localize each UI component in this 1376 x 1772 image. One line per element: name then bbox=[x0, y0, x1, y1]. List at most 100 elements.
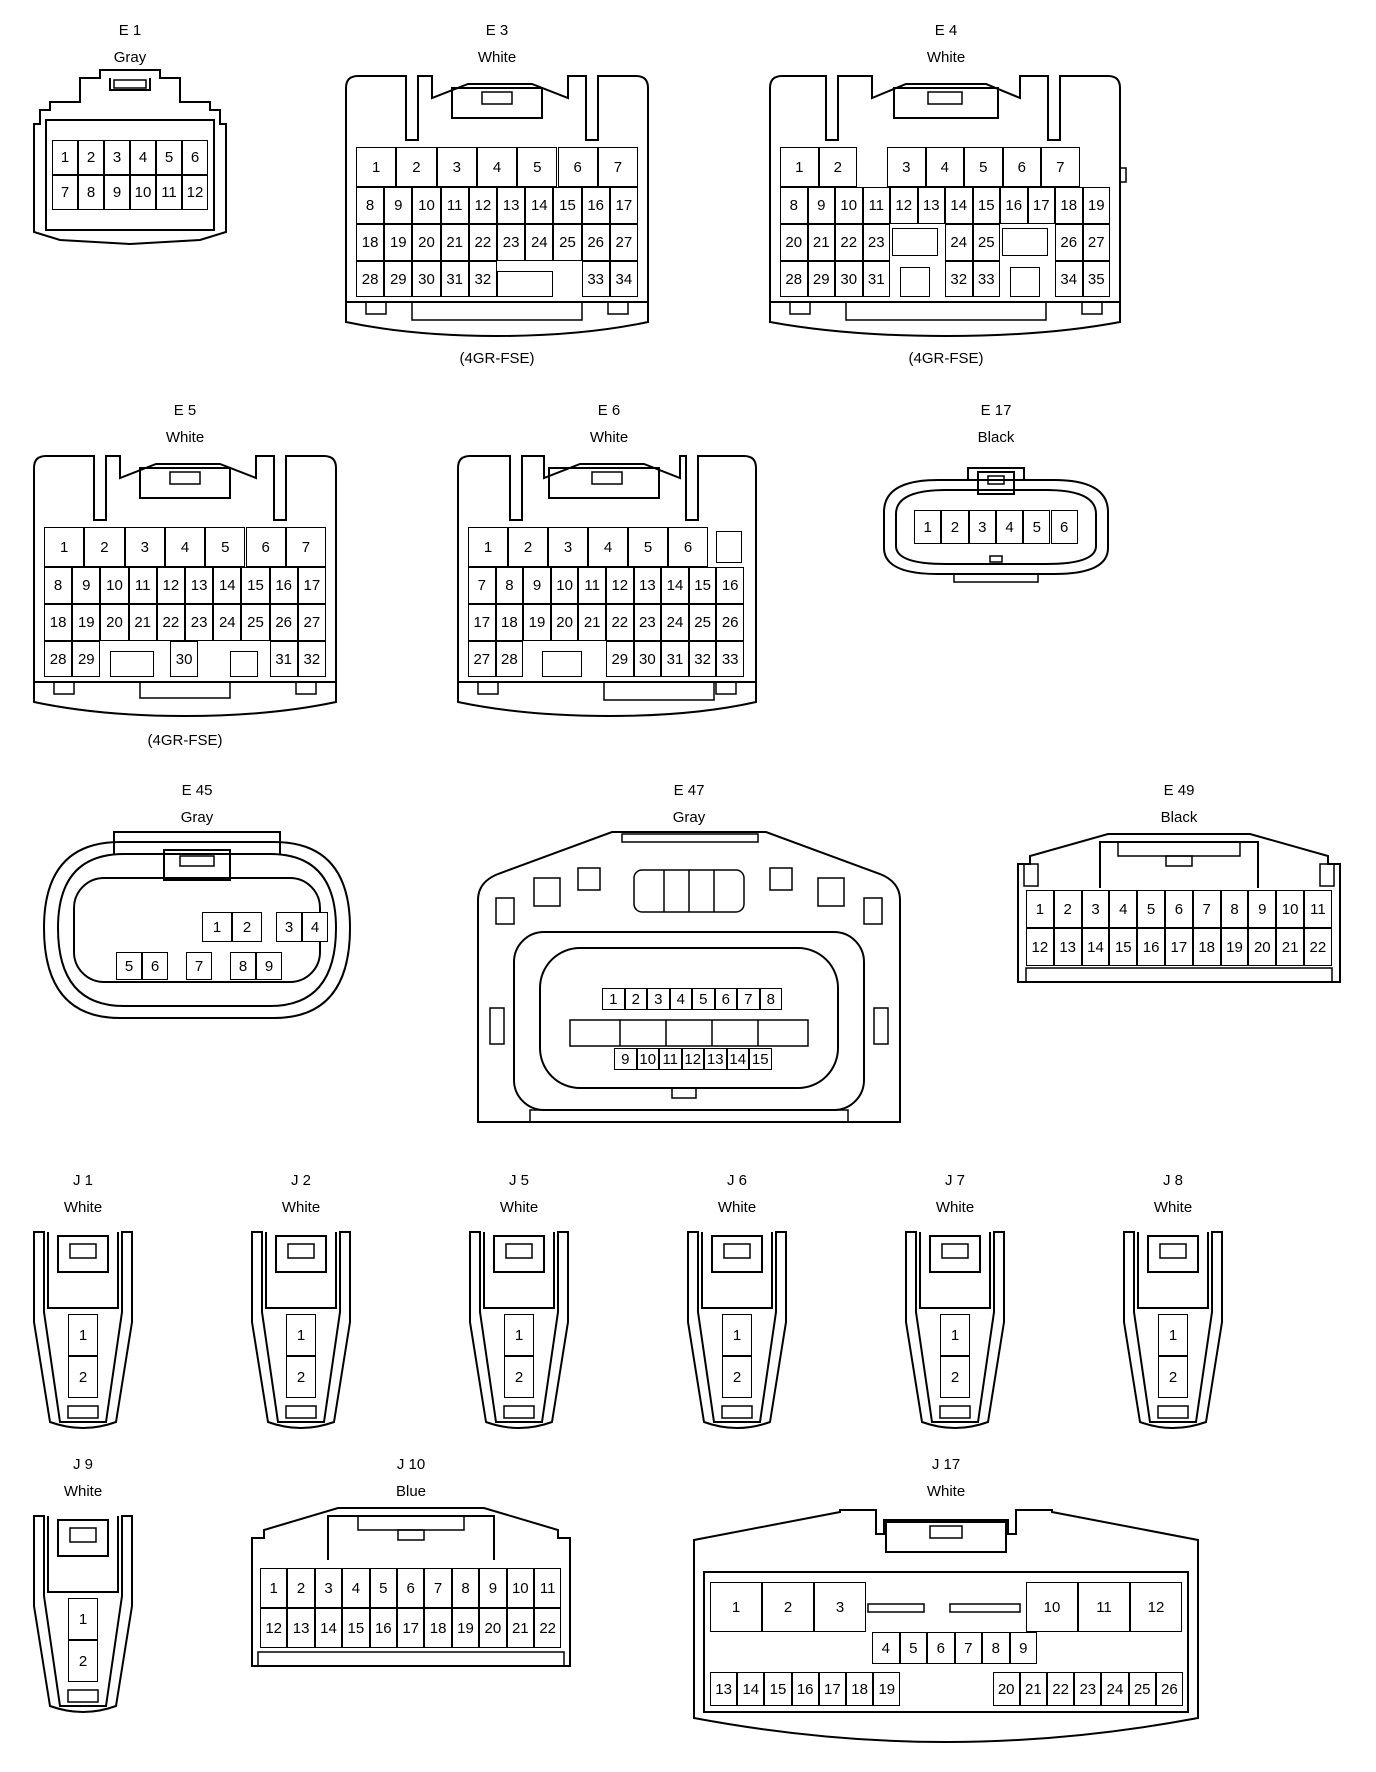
pin-number: 23 bbox=[862, 224, 890, 261]
pin-number: 14 bbox=[525, 187, 554, 224]
pin-number: 35 bbox=[1082, 261, 1110, 297]
connector-id: E 4 bbox=[934, 22, 958, 39]
connector-outline bbox=[33, 1515, 133, 1713]
pin-number: 31 bbox=[862, 261, 890, 297]
connector-color: White bbox=[63, 1483, 103, 1500]
pin-number: 15 bbox=[972, 187, 1000, 224]
pin-number: 6 bbox=[557, 147, 598, 187]
pin-number: 14 bbox=[726, 1048, 749, 1070]
pin-number: 31 bbox=[440, 261, 469, 297]
pin-number: 5 bbox=[628, 527, 668, 567]
pin-number: 7 bbox=[468, 567, 496, 604]
connector-outline bbox=[883, 467, 1109, 583]
pin-number: 6 bbox=[245, 527, 286, 567]
pin-number: 5 bbox=[692, 988, 715, 1010]
pin-number: 23 bbox=[633, 604, 662, 641]
blank-cavity bbox=[230, 651, 258, 677]
pin-number: 30 bbox=[835, 261, 863, 297]
connector-outline bbox=[1017, 833, 1341, 983]
pin-number: 1 bbox=[722, 1314, 752, 1356]
pin-number: 14 bbox=[314, 1608, 343, 1648]
pin-number: 2 bbox=[818, 147, 857, 187]
pin-number: 14 bbox=[945, 187, 973, 224]
connector-id: E 17 bbox=[980, 402, 1012, 419]
pin-number: 1 bbox=[202, 912, 232, 942]
pin-number: 3 bbox=[887, 147, 926, 187]
connector-outline bbox=[905, 1231, 1005, 1429]
pin-number: 14 bbox=[661, 567, 689, 604]
pin-number: 12 bbox=[182, 175, 208, 210]
pin-number: 28 bbox=[44, 641, 73, 677]
connector-outline bbox=[251, 1231, 351, 1429]
pin-number: 19 bbox=[451, 1608, 480, 1648]
pin-number: 3 bbox=[436, 147, 477, 187]
pin-number: 27 bbox=[468, 641, 496, 677]
blank-cavity bbox=[900, 267, 930, 297]
connector-id: J 10 bbox=[396, 1456, 426, 1473]
connector-outline bbox=[693, 1509, 1199, 1744]
pin-number: 1 bbox=[356, 147, 397, 187]
connector-id: E 5 bbox=[173, 402, 197, 419]
pin-number: 11 bbox=[534, 1568, 562, 1608]
pin-number: 29 bbox=[384, 261, 413, 297]
connector-id: E 47 bbox=[673, 782, 705, 799]
pin-number: 23 bbox=[185, 604, 214, 641]
pin-number: 7 bbox=[1041, 147, 1080, 187]
connector-outline bbox=[477, 831, 901, 1123]
connector-id: E 6 bbox=[597, 402, 621, 419]
connector-outline bbox=[33, 1231, 133, 1429]
connector-color: White bbox=[589, 429, 629, 446]
connector-id: E 49 bbox=[1163, 782, 1195, 799]
blank-cavity bbox=[716, 531, 742, 563]
pin-number: 4 bbox=[130, 140, 156, 175]
pin-number: 21 bbox=[807, 224, 835, 261]
pin-number: 2 bbox=[287, 1568, 315, 1608]
pin-number: 30 bbox=[412, 261, 441, 297]
pin-number: 5 bbox=[1137, 890, 1165, 928]
pin-number: 8 bbox=[44, 567, 73, 604]
pin-number: 7 bbox=[186, 952, 212, 980]
pin-number: 23 bbox=[1074, 1672, 1102, 1706]
pin-number: 7 bbox=[285, 527, 327, 567]
pin-number: 1 bbox=[468, 527, 508, 567]
pin-number: 3 bbox=[548, 527, 588, 567]
pin-number: 10 bbox=[1026, 1582, 1078, 1632]
pin-number: 2 bbox=[722, 1356, 752, 1398]
pin-number: 3 bbox=[647, 988, 670, 1010]
connector-color: White bbox=[165, 429, 205, 446]
pin-number: 5 bbox=[964, 147, 1003, 187]
connector-color: White bbox=[477, 49, 517, 66]
pin-number: 3 bbox=[814, 1582, 866, 1632]
pin-number: 11 bbox=[1078, 1582, 1130, 1632]
pin-number: 28 bbox=[356, 261, 385, 297]
pin-number: 2 bbox=[84, 527, 125, 567]
pin-number: 6 bbox=[142, 952, 168, 980]
pin-number: 24 bbox=[525, 224, 554, 261]
pin-number: 4 bbox=[1109, 890, 1138, 928]
connector-color: White bbox=[63, 1199, 103, 1216]
pin-number: 8 bbox=[495, 567, 524, 604]
pin-number: 20 bbox=[780, 224, 808, 261]
pin-number: 15 bbox=[1109, 928, 1138, 966]
blank-cavity bbox=[110, 651, 154, 677]
pin-number: 5 bbox=[517, 147, 558, 187]
pin-number: 25 bbox=[688, 604, 717, 641]
pin-number: 15 bbox=[241, 567, 270, 604]
pin-number: 1 bbox=[1026, 890, 1054, 928]
pin-number: 26 bbox=[581, 224, 610, 261]
pin-number: 33 bbox=[972, 261, 1000, 297]
pin-number: 11 bbox=[578, 567, 606, 604]
pin-number: 1 bbox=[52, 140, 78, 175]
pin-number: 2 bbox=[941, 510, 969, 544]
pin-number: 1 bbox=[940, 1314, 970, 1356]
pin-number: 1 bbox=[260, 1568, 288, 1608]
